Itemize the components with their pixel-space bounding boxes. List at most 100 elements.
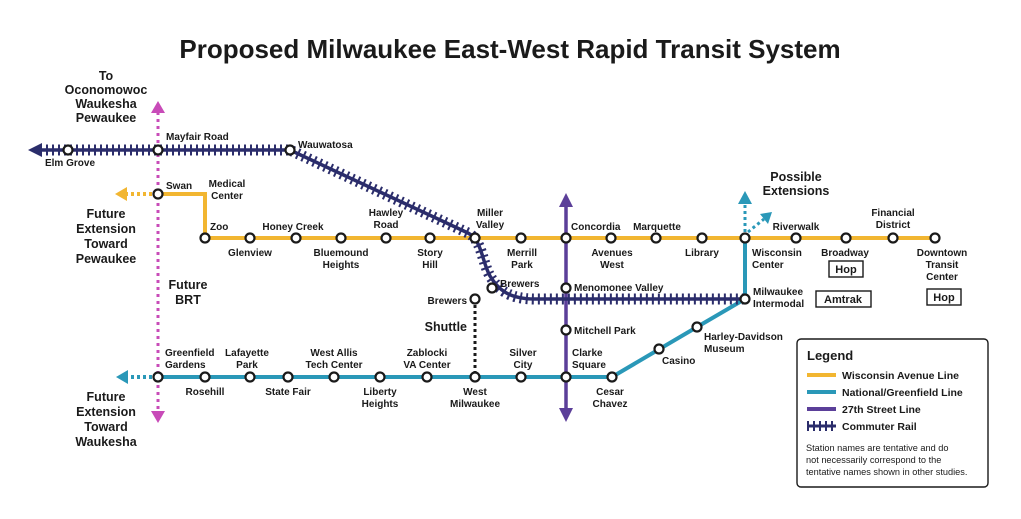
- station-bluemound-heights: [335, 232, 347, 244]
- label-west: West: [600, 260, 624, 271]
- label-heights: Heights: [362, 399, 399, 410]
- station-elm-grove: [62, 144, 74, 156]
- label-city: City: [514, 360, 533, 371]
- future-brt-line: [151, 101, 165, 423]
- station-harley-davidson: [691, 321, 703, 333]
- waukesha-dest-label: Waukesha: [75, 435, 137, 449]
- label-bluemound: Bluemound: [314, 248, 369, 259]
- station-financial-district: [887, 232, 899, 244]
- extensions-label: Extensions: [763, 184, 830, 198]
- label-wauwatosa: Wauwatosa: [298, 140, 353, 151]
- label-tech-center: Tech Center: [305, 360, 362, 371]
- station-west-allis-tech-center: [328, 371, 340, 383]
- station-merrill-park: [515, 232, 527, 244]
- station-riverwalk: [790, 232, 802, 244]
- label-menomonee-valley: Menomonee Valley: [574, 283, 664, 294]
- label-chavez: Chavez: [592, 399, 627, 410]
- legend: Legend Wisconsin Avenue Line National/Gr…: [796, 338, 989, 488]
- label-hill: Hill: [422, 260, 438, 271]
- label-center: Center: [752, 260, 784, 271]
- label-milwaukee: Milwaukee: [450, 399, 500, 410]
- station-labels: Elm Grove Mayfair Road Wauwatosa Swan Me…: [45, 132, 967, 410]
- station-glenview: [244, 232, 256, 244]
- station-honey-creek: [290, 232, 302, 244]
- label-financial: Financial: [871, 208, 915, 219]
- station-zoo: [199, 232, 211, 244]
- legend-note-line2: not necessarily correspond to the: [806, 455, 941, 465]
- future-label: Future: [87, 207, 126, 221]
- station-clarke-square: [560, 371, 572, 383]
- station-brewers-shuttle: [469, 293, 481, 305]
- label-square: Square: [572, 360, 606, 371]
- station-brewers-rail: [486, 282, 498, 294]
- possible-label: Possible: [770, 170, 821, 184]
- possible-extension-arrows: [738, 191, 772, 238]
- label-brewers-rail: Brewers: [500, 279, 540, 290]
- label-merrill: Merrill: [507, 248, 537, 259]
- label-rosehill: Rosehill: [186, 387, 225, 398]
- station-wauwatosa: [284, 144, 296, 156]
- station-casino: [653, 343, 665, 355]
- pewaukee-dest-label: Pewaukee: [76, 252, 137, 266]
- legend-item-wisconsin-avenue: Wisconsin Avenue Line: [842, 370, 959, 382]
- station-greenfield-gardens: [152, 371, 164, 383]
- label-story: Story: [417, 248, 443, 259]
- label-cesar: Cesar: [596, 387, 624, 398]
- station-library: [696, 232, 708, 244]
- legend-item-national-greenfield: National/Greenfield Line: [842, 387, 963, 399]
- pewaukee-label: Pewaukee: [76, 111, 137, 125]
- label-brewers-shuttle: Brewers: [428, 296, 468, 307]
- label-park: Park: [236, 360, 258, 371]
- hop-badge-downtown: Hop: [933, 292, 955, 304]
- brt-label: BRT: [175, 293, 201, 307]
- label-gardens: Gardens: [165, 360, 206, 371]
- label-silver: Silver: [509, 348, 536, 359]
- label-va-center: VA Center: [403, 360, 450, 371]
- station-milwaukee-intermodal: [739, 293, 751, 305]
- legend-note-line1: Station names are tentative and do: [806, 443, 949, 453]
- label-greenfield: Greenfield: [165, 348, 214, 359]
- label-honey-creek: Honey Creek: [262, 222, 324, 233]
- station-rosehill: [199, 371, 211, 383]
- label-downtown: Downtown: [917, 248, 968, 259]
- label-road: Road: [374, 220, 399, 231]
- label-transit: Transit: [926, 260, 959, 271]
- label-west: West: [463, 387, 487, 398]
- legend-item-commuter-rail: Commuter Rail: [842, 421, 917, 433]
- station-menomonee-valley: [560, 282, 572, 294]
- label-glenview: Glenview: [228, 248, 272, 259]
- label-medical: Medical: [209, 179, 246, 190]
- station-west-milwaukee: [469, 371, 481, 383]
- connection-badges: Hop Hop Amtrak: [815, 260, 962, 308]
- station-hawley-road: [380, 232, 392, 244]
- station-story-hill: [424, 232, 436, 244]
- future-brt-label: Future: [169, 278, 208, 292]
- legend-title: Legend: [807, 348, 853, 363]
- label-miller: Miller: [477, 208, 503, 219]
- label-marquette: Marquette: [633, 222, 681, 233]
- label-west-allis: West Allis: [310, 348, 358, 359]
- extension-label: Extension: [76, 222, 136, 236]
- label-avenues: Avenues: [591, 248, 633, 259]
- map-title: Proposed Milwaukee East-West Rapid Trans…: [179, 34, 840, 64]
- label-heights: Heights: [323, 260, 360, 271]
- station-liberty-heights: [374, 371, 386, 383]
- label-mayfair-road: Mayfair Road: [166, 132, 229, 143]
- station-concordia: [560, 232, 572, 244]
- station-miller-valley: [469, 232, 481, 244]
- extension-label: Extension: [76, 405, 136, 419]
- label-zablocki: Zablocki: [407, 348, 448, 359]
